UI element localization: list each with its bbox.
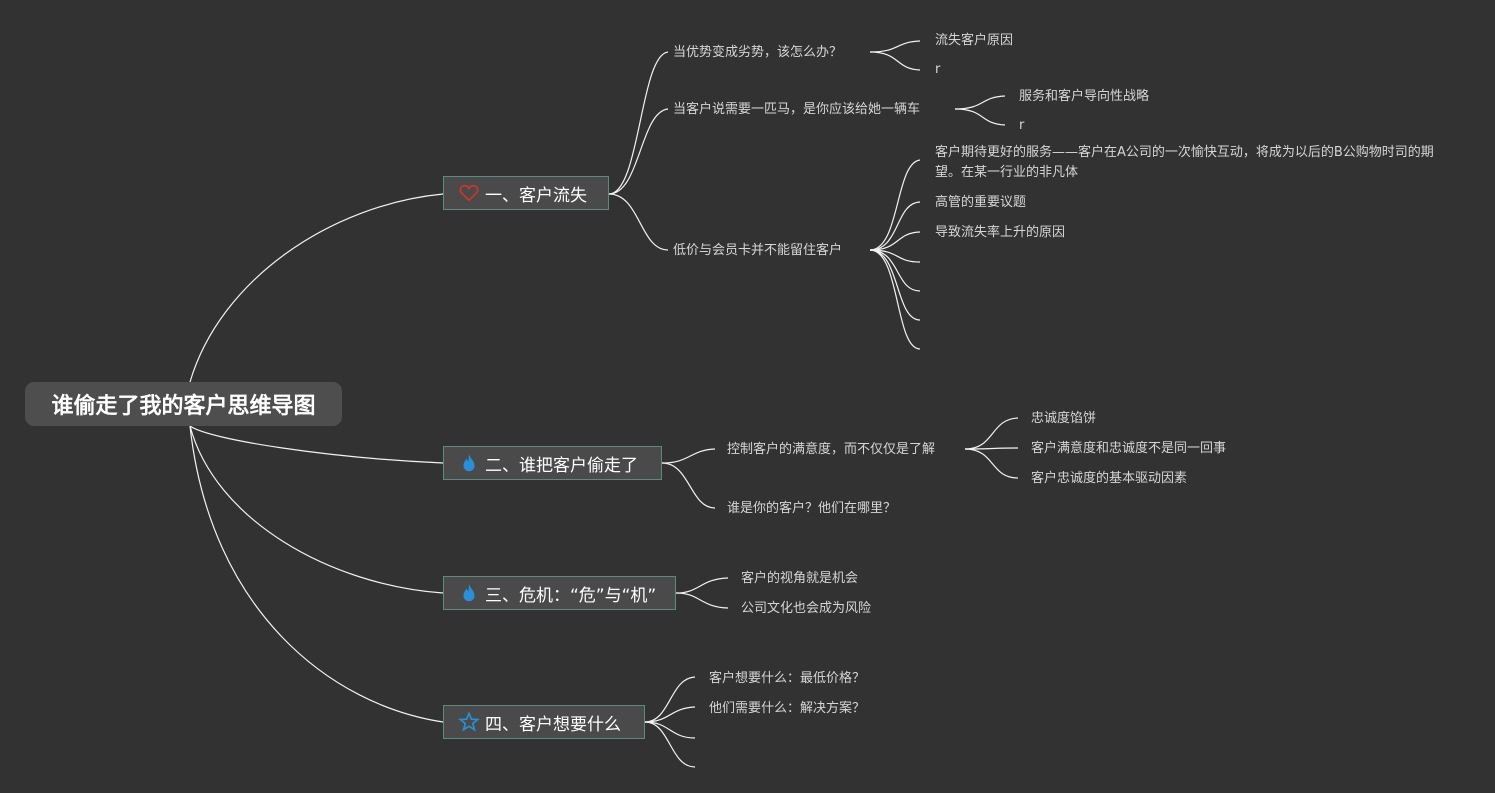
topic-lowest-price[interactable]: 客户想要什么：最低价格？ <box>709 671 866 686</box>
subtopic-better-service-expectation[interactable]: 客户期待更好的服务——客户在A公司的一次愉快互动，将成为以后的B公购物时司的期望… <box>935 145 1434 180</box>
branch-what-customers-want[interactable]: 四、客户想要什么 <box>443 705 645 739</box>
subtopic-churn-rise-reasons[interactable]: 导致流失率上升的原因 <box>935 225 1066 240</box>
branch-label: 一、客户流失 <box>485 185 587 206</box>
branch-label: 四、客户想要什么 <box>485 714 621 735</box>
topic-who-are-customers[interactable]: 谁是你的客户？他们在哪里？ <box>727 501 897 516</box>
subtopic-loyalty-drivers[interactable]: 客户忠诚度的基本驱动因素 <box>1031 471 1188 486</box>
branch-who-stole-customers[interactable]: 二、谁把客户偷走了 <box>443 446 662 480</box>
topic-horse-or-car[interactable]: 当客户说需要一匹马，是你应该给她一辆车 <box>673 102 921 117</box>
topic-advantage-to-disadvantage[interactable]: 当优势变成劣势，该怎么办？ <box>673 45 843 60</box>
topic-solutions[interactable]: 他们需要什么：解决方案？ <box>709 701 866 716</box>
branch-customer-loss[interactable]: 一、客户流失 <box>443 176 609 210</box>
subtopic-r[interactable]: r <box>1019 118 1025 133</box>
subtopic-satisfaction-vs-loyalty[interactable]: 客户满意度和忠诚度不是同一回事 <box>1031 441 1227 456</box>
subtopic-executive-agenda[interactable]: 高管的重要议题 <box>935 195 1027 210</box>
subtopic-lost-customer-reasons[interactable]: 流失客户原因 <box>935 33 1014 48</box>
topic-customer-perspective[interactable]: 客户的视角就是机会 <box>741 571 859 586</box>
star-icon <box>458 711 480 732</box>
subtopic-service-strategy[interactable]: 服务和客户导向性战略 <box>1019 89 1150 104</box>
branch-label: 三、危机：“危”与“机” <box>485 585 657 606</box>
topic-company-culture-risk[interactable]: 公司文化也会成为风险 <box>741 601 872 616</box>
subtopic-loyalty-pie[interactable]: 忠诚度馅饼 <box>1031 411 1097 426</box>
heart-icon <box>459 184 479 202</box>
branch-crisis[interactable]: 三、危机：“危”与“机” <box>443 576 676 610</box>
subtopic-r[interactable]: r <box>935 62 941 77</box>
fire-icon <box>463 453 475 472</box>
branch-label: 二、谁把客户偷走了 <box>485 455 638 476</box>
fire-icon <box>463 583 475 602</box>
central-topic[interactable]: 谁偷走了我的客户思维导图 <box>25 382 342 426</box>
topic-control-satisfaction[interactable]: 控制客户的满意度，而不仅仅是了解 <box>727 442 936 457</box>
topic-low-price-membership[interactable]: 低价与会员卡并不能留住客户 <box>673 243 843 258</box>
